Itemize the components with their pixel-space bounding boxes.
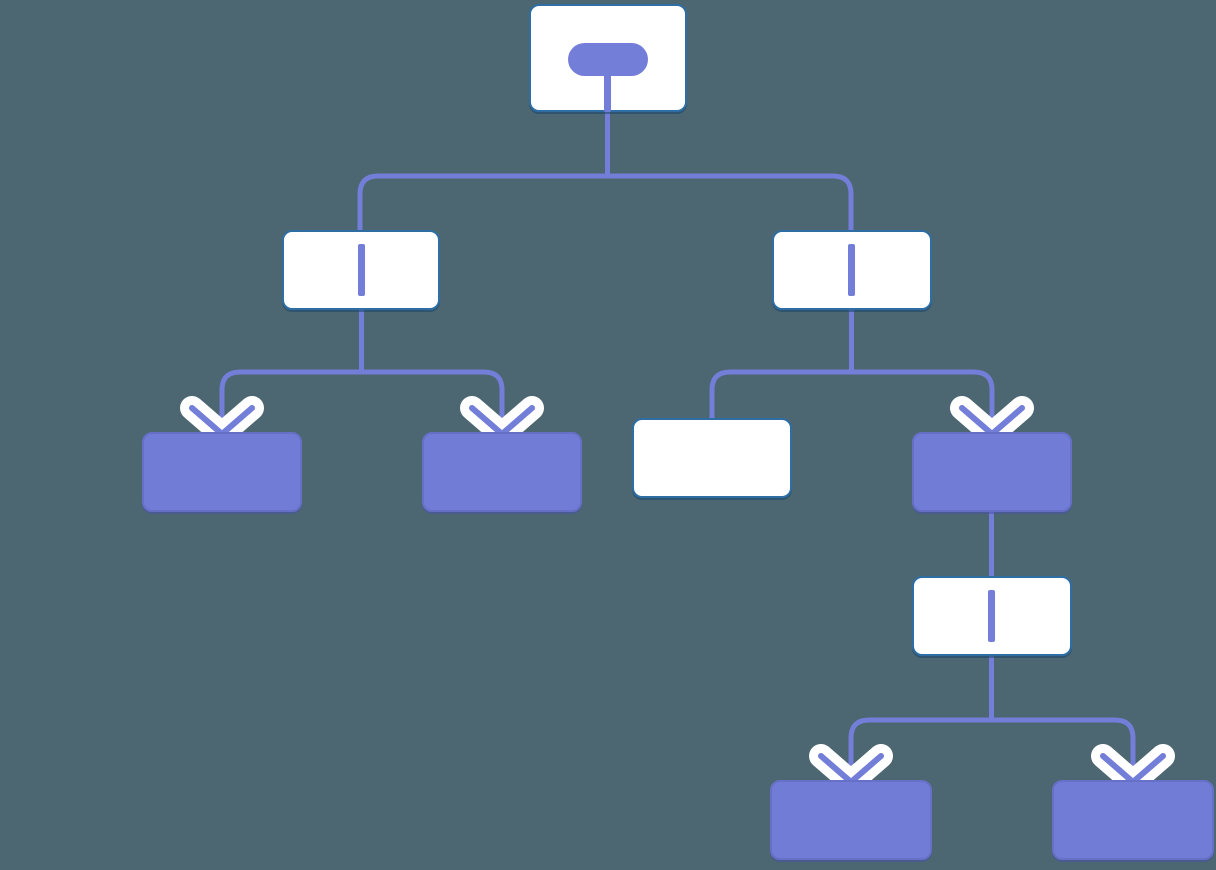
level4-node-passthrough-line xyxy=(988,590,995,642)
edge-level2-right-to-node-c[interactable] xyxy=(709,296,854,418)
arrowhead-node-e[interactable] xyxy=(818,753,884,785)
edge-level2-left-to-node-b[interactable] xyxy=(359,296,505,434)
level2-left-node-passthrough-line xyxy=(358,244,365,296)
edge-level4-to-node-a[interactable] xyxy=(848,642,994,782)
arrowhead-node-b-outline xyxy=(460,396,544,446)
level5-node-b[interactable] xyxy=(1052,780,1214,860)
level3-node-d[interactable] xyxy=(912,432,1072,512)
root-node-connector-stub xyxy=(604,66,611,112)
arrowhead-node-f-outline xyxy=(1091,744,1175,794)
arrowhead-node-e-outline xyxy=(809,744,893,794)
level5-node-a[interactable] xyxy=(770,780,932,860)
arrowhead-node-f[interactable] xyxy=(1100,753,1166,785)
level3-node-b[interactable] xyxy=(422,432,582,512)
edge-level2-left-to-node-a[interactable] xyxy=(219,296,364,434)
arrowhead-node-b[interactable] xyxy=(469,405,535,437)
edge-root-to-level2-right[interactable] xyxy=(605,112,854,244)
level3-node-a[interactable] xyxy=(142,432,302,512)
level2-right-node-passthrough-line xyxy=(848,244,855,296)
arrowhead-node-d-outline xyxy=(950,396,1034,446)
arrowhead-node-a[interactable] xyxy=(189,405,255,437)
edge-level2-right-to-node-d[interactable] xyxy=(849,296,995,434)
arrowhead-node-a-outline xyxy=(180,396,264,446)
level3-node-c[interactable] xyxy=(632,418,792,498)
edge-level4-to-node-b[interactable] xyxy=(989,642,1136,782)
edge-root-to-level2-left[interactable] xyxy=(357,112,610,244)
arrowhead-node-d[interactable] xyxy=(959,405,1025,437)
